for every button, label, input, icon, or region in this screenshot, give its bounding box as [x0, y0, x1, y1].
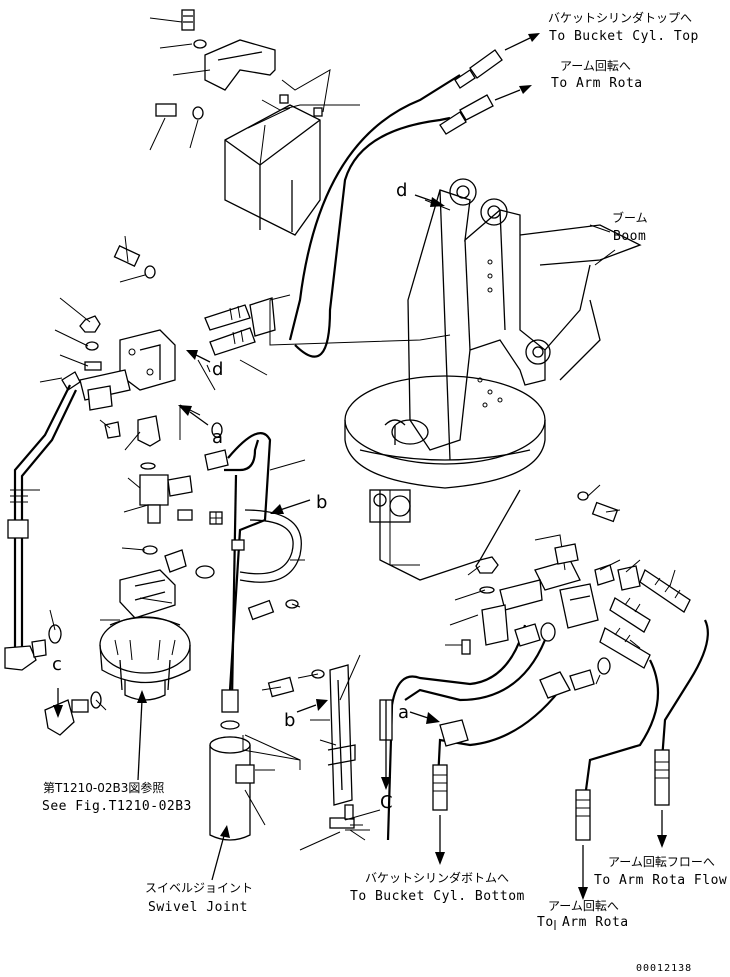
rotary-motor	[44, 569, 191, 736]
arm-rota-bottom-label-jp: アーム回転へ	[548, 899, 619, 913]
see-fig-label-en: See Fig.T1210-02B3	[42, 799, 192, 814]
connection-letter-b-top: b	[316, 492, 327, 513]
center-hose-swivel	[204, 422, 302, 841]
boom-assembly	[344, 178, 642, 581]
boom-label-en: Boom	[613, 229, 646, 244]
hose-clamp-bracket	[267, 664, 381, 851]
bucket-top-label-jp: バケットシリンダトップへ	[548, 10, 692, 25]
leader-lines	[20, 17, 676, 930]
top-hoses	[288, 33, 540, 358]
figure-number: 00012138	[636, 963, 692, 974]
boom-label-jp: ブーム	[612, 210, 648, 225]
right-valve-block	[379, 491, 709, 900]
bucket-bottom-label-en: To Bucket Cyl. Bottom	[350, 889, 525, 904]
guard-cover	[155, 9, 323, 236]
connection-letter-d-boom: d	[396, 180, 407, 201]
connection-letter-a-right: a	[398, 702, 409, 723]
connection-letter-c-left: c	[52, 654, 62, 675]
arm-rota-bottom-label-en: To Arm Rota	[537, 915, 629, 930]
bucket-bottom-label-jp: バケットシリンダボトムへ	[365, 870, 509, 885]
connection-arrows	[53, 194, 445, 881]
arm-rota-flow-label-en: To Arm Rota Flow	[594, 873, 727, 888]
arm-rota-top-label-en: To Arm Rota	[551, 76, 643, 91]
left-bracket-block	[79, 245, 276, 579]
swivel-joint-label-jp: スイベルジョイント	[145, 881, 253, 895]
swivel-joint-label-en: Swivel Joint	[148, 900, 248, 915]
arm-rota-flow-label-jp: アーム回転フローへ	[608, 855, 715, 869]
left-hose-assembly	[4, 371, 81, 671]
see-fig-label-jp: 第T1210-02B3図参照	[43, 780, 164, 795]
connection-letter-b-bottom: b	[284, 710, 295, 731]
bucket-top-label-en: To Bucket Cyl. Top	[549, 29, 699, 44]
connection-letter-a-left: a	[212, 427, 223, 448]
arm-rota-top-label-jp: アーム回転へ	[560, 59, 631, 73]
connection-letter-d-bracket: d	[212, 359, 223, 380]
connection-letter-c-center: C	[380, 792, 393, 813]
